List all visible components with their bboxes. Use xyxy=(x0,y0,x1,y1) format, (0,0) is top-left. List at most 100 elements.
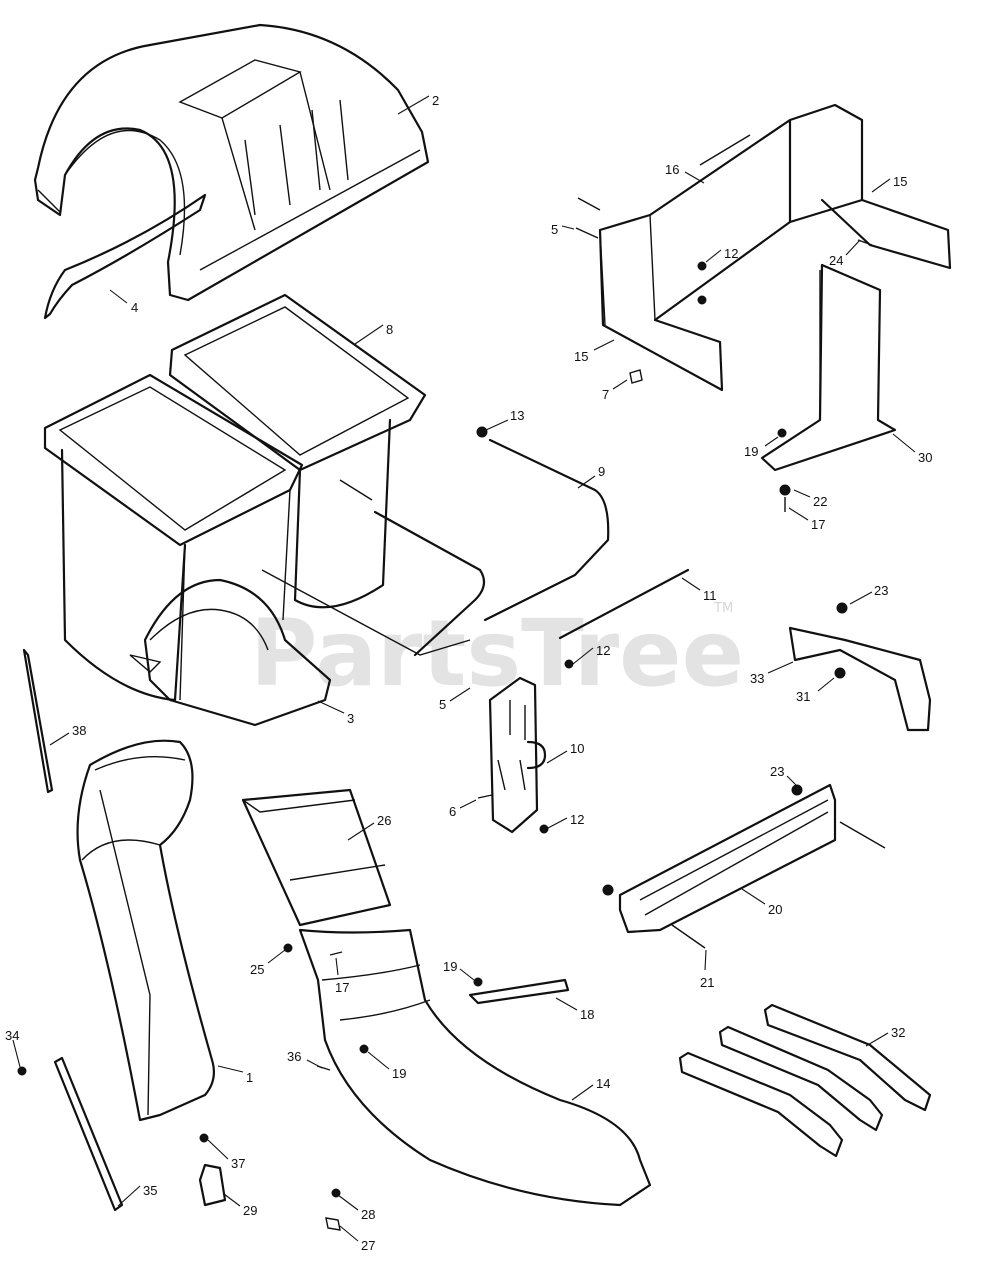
callout-leader-c25 xyxy=(267,949,286,964)
callout-label-c4: 4 xyxy=(131,300,138,315)
callout-label-c18: 18 xyxy=(580,1007,594,1022)
fastener-12b xyxy=(697,295,707,305)
callout-label-c38: 38 xyxy=(72,723,86,738)
part-3-chute-adapter xyxy=(129,578,332,727)
fastener-19b xyxy=(473,977,483,987)
part-4-deflector xyxy=(43,193,207,320)
callout-leader-c12c xyxy=(547,817,568,829)
part-14-hose xyxy=(298,928,652,1207)
callout-label-c21: 21 xyxy=(700,975,714,990)
fastener-19c xyxy=(359,1044,369,1054)
bolt-24 xyxy=(857,239,873,246)
callout-leader-c34 xyxy=(12,1039,21,1068)
callout-leader-c3 xyxy=(317,700,345,714)
callout-leader-c9 xyxy=(577,475,596,489)
bolt-17b xyxy=(329,951,343,956)
fastener-37 xyxy=(199,1133,209,1143)
callout-label-c15b: 15 xyxy=(574,349,588,364)
callout-label-c19c: 19 xyxy=(392,1066,406,1081)
callout-label-c37: 37 xyxy=(231,1156,245,1171)
callout-leader-c24 xyxy=(845,239,861,256)
callout-label-c12a: 12 xyxy=(724,246,738,261)
callout-leader-c29 xyxy=(223,1193,241,1207)
part-32-blades xyxy=(678,1003,932,1158)
part-30-bracket xyxy=(760,263,897,472)
callout-label-c33: 33 xyxy=(750,671,764,686)
fastener-25 xyxy=(283,943,293,953)
callout-label-c25: 25 xyxy=(250,962,264,977)
fasteners xyxy=(17,197,886,1231)
callout-label-c2: 2 xyxy=(432,93,439,108)
callout-leader-c5a xyxy=(561,225,575,230)
callout-label-c10: 10 xyxy=(570,741,584,756)
fastener-31 xyxy=(834,667,846,679)
part-35-strap xyxy=(53,1056,124,1212)
watermark: PartsTree xyxy=(250,600,744,707)
callout-leader-c14 xyxy=(571,1084,594,1101)
part-11-rod xyxy=(558,568,690,640)
fastener-23b xyxy=(791,784,803,796)
callout-leader-c28 xyxy=(337,1194,359,1211)
callout-label-c9: 9 xyxy=(598,464,605,479)
callout-leader-c37 xyxy=(207,1139,229,1160)
watermark-trademark: TM xyxy=(713,601,733,616)
part-20-bumper xyxy=(618,783,837,934)
callout-leader-c30 xyxy=(892,433,916,453)
callout-label-c12c: 12 xyxy=(570,812,584,827)
callout-leader-c23a xyxy=(849,591,873,605)
bolt-7 xyxy=(629,369,643,384)
callout-label-c27: 27 xyxy=(361,1238,375,1253)
callout-leader-c38 xyxy=(49,732,70,746)
callout-label-c19b: 19 xyxy=(443,959,457,974)
fastener-22 xyxy=(779,484,791,496)
callout-leader-c7 xyxy=(612,379,628,390)
callout-label-c1: 1 xyxy=(246,1070,253,1085)
callout-leader-c11 xyxy=(681,577,701,591)
bolt-6 xyxy=(477,794,493,799)
part-16-mount-plate xyxy=(598,103,952,392)
callout-leader-c8 xyxy=(354,324,384,345)
callout-leader-c32 xyxy=(865,1032,889,1047)
bolt-5b xyxy=(575,227,599,239)
callout-leader-c15b xyxy=(593,339,615,351)
callout-leader-c12a xyxy=(705,249,722,263)
bolt-5a xyxy=(577,197,601,211)
fastener-19a xyxy=(777,428,787,438)
callout-leader-c22 xyxy=(793,489,811,498)
callout-leader-c12b xyxy=(572,647,594,665)
part-33-shield xyxy=(788,626,932,732)
fastener-12a xyxy=(697,261,707,271)
bolt-21 xyxy=(671,924,706,949)
part-18-lever xyxy=(468,978,570,1005)
callout-label-c7: 7 xyxy=(602,387,609,402)
part-26-hose-sleeve xyxy=(241,788,392,927)
fastener-12c xyxy=(564,659,574,669)
fastener-23a xyxy=(836,602,848,614)
fastener-12d xyxy=(539,824,549,834)
callout-label-c17a: 17 xyxy=(811,517,825,532)
callout-label-c32: 32 xyxy=(891,1025,905,1040)
callout-leader-c21 xyxy=(704,949,707,971)
callout-label-c20: 20 xyxy=(768,902,782,917)
callout-label-c5b: 5 xyxy=(439,697,446,712)
callout-leader-c36 xyxy=(306,1059,323,1069)
callout-label-c24: 24 xyxy=(829,253,843,268)
part-1-chute-tube xyxy=(76,739,215,1122)
callout-label-c11: 11 xyxy=(703,588,717,603)
callout-label-c28: 28 xyxy=(361,1207,375,1222)
callout-label-c22: 22 xyxy=(813,494,827,509)
callout-leader-c10 xyxy=(546,750,568,764)
callout-leader-c13 xyxy=(485,419,509,431)
callout-label-c5a: 5 xyxy=(551,222,558,237)
callout-leader-c5b xyxy=(449,687,471,702)
callout-label-c23b: 23 xyxy=(770,764,784,779)
callout-leader-c27 xyxy=(339,1225,359,1242)
part-38-rod xyxy=(22,648,54,794)
fastener-20 xyxy=(602,884,614,896)
callout-leader-c19c xyxy=(367,1051,390,1070)
callout-label-c14: 14 xyxy=(596,1076,610,1091)
callout-label-c16: 16 xyxy=(665,162,679,177)
callout-label-c19a: 19 xyxy=(744,444,758,459)
